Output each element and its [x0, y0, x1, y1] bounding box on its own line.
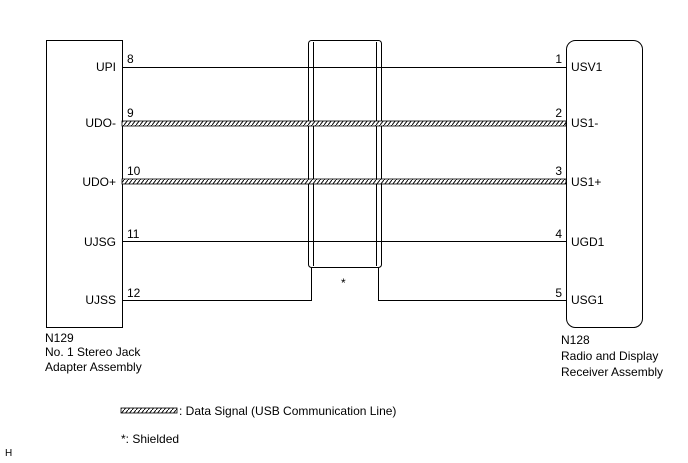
left-pin-9: 9 — [127, 106, 134, 120]
right-connector-code: N128 — [561, 333, 590, 347]
left-signal-ujsg: UJSG — [83, 235, 116, 249]
left-signal-ujss: UJSS — [85, 293, 116, 307]
wire-usg1-drain — [378, 268, 566, 301]
right-pin-1: 1 — [555, 52, 562, 66]
left-pin-10: 10 — [127, 164, 141, 178]
shield-mark: * — [341, 276, 346, 290]
wire-ujss-drain — [122, 268, 312, 301]
right-pin-3: 3 — [555, 164, 562, 178]
right-signal-ugd1: UGD1 — [571, 235, 605, 249]
left-signal-upi: UPI — [95, 60, 116, 74]
right-pin-2: 2 — [555, 106, 562, 120]
right-signal-usg1: USG1 — [571, 293, 604, 307]
right-signal-us1-minus: US1- — [571, 116, 599, 130]
right-connector-name-line1: Radio and Display — [561, 349, 659, 363]
left-signal-udo-minus: UDO- — [85, 116, 116, 130]
shield-enclosure — [308, 40, 382, 268]
right-connector-name-line2: Receiver Assembly — [561, 365, 664, 379]
right-connector-box — [566, 40, 643, 328]
left-pin-12: 12 — [127, 286, 141, 300]
legend-data-signal-label: : Data Signal (USB Communication Line) — [179, 404, 397, 418]
left-pin-8: 8 — [127, 52, 134, 66]
left-connector-name-line1: No. 1 Stereo Jack — [45, 345, 141, 359]
right-pin-4: 4 — [555, 227, 562, 241]
left-pin-11: 11 — [127, 227, 140, 241]
left-connector-code: N129 — [45, 331, 74, 345]
left-connector-name-line2: Adapter Assembly — [45, 360, 142, 374]
corner-mark: H — [5, 448, 13, 459]
right-signal-usv1: USV1 — [571, 60, 603, 74]
wire-udo-plus-us1-plus — [121, 178, 567, 185]
legend-data-signal-swatch — [120, 407, 178, 414]
right-signal-us1-plus: US1+ — [571, 175, 602, 189]
left-signal-udo-plus: UDO+ — [82, 175, 116, 189]
legend-shielded-label: *: Shielded — [121, 432, 180, 446]
wire-udo-minus-us1-minus — [121, 120, 567, 127]
right-pin-5: 5 — [555, 286, 562, 300]
